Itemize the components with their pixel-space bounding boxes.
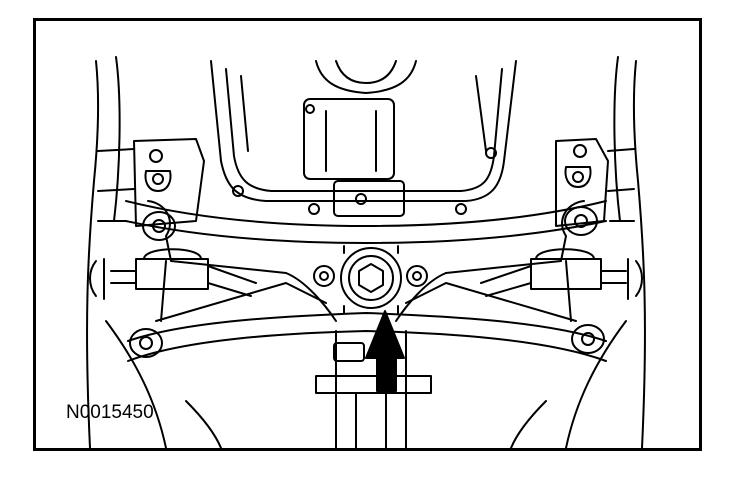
illustration-frame: N0015450 — [33, 18, 702, 451]
left-mount-bracket — [97, 138, 205, 227]
arrow-indicator — [365, 310, 405, 392]
body-contours — [86, 56, 646, 448]
center-bolt-assembly — [313, 245, 428, 314]
oil-pan — [210, 60, 517, 217]
right-isolator — [480, 248, 643, 300]
left-isolator — [89, 248, 257, 300]
crossmember — [125, 200, 607, 362]
crossmember-illustration — [86, 56, 646, 448]
figure-id-label: N0015450 — [66, 402, 154, 423]
